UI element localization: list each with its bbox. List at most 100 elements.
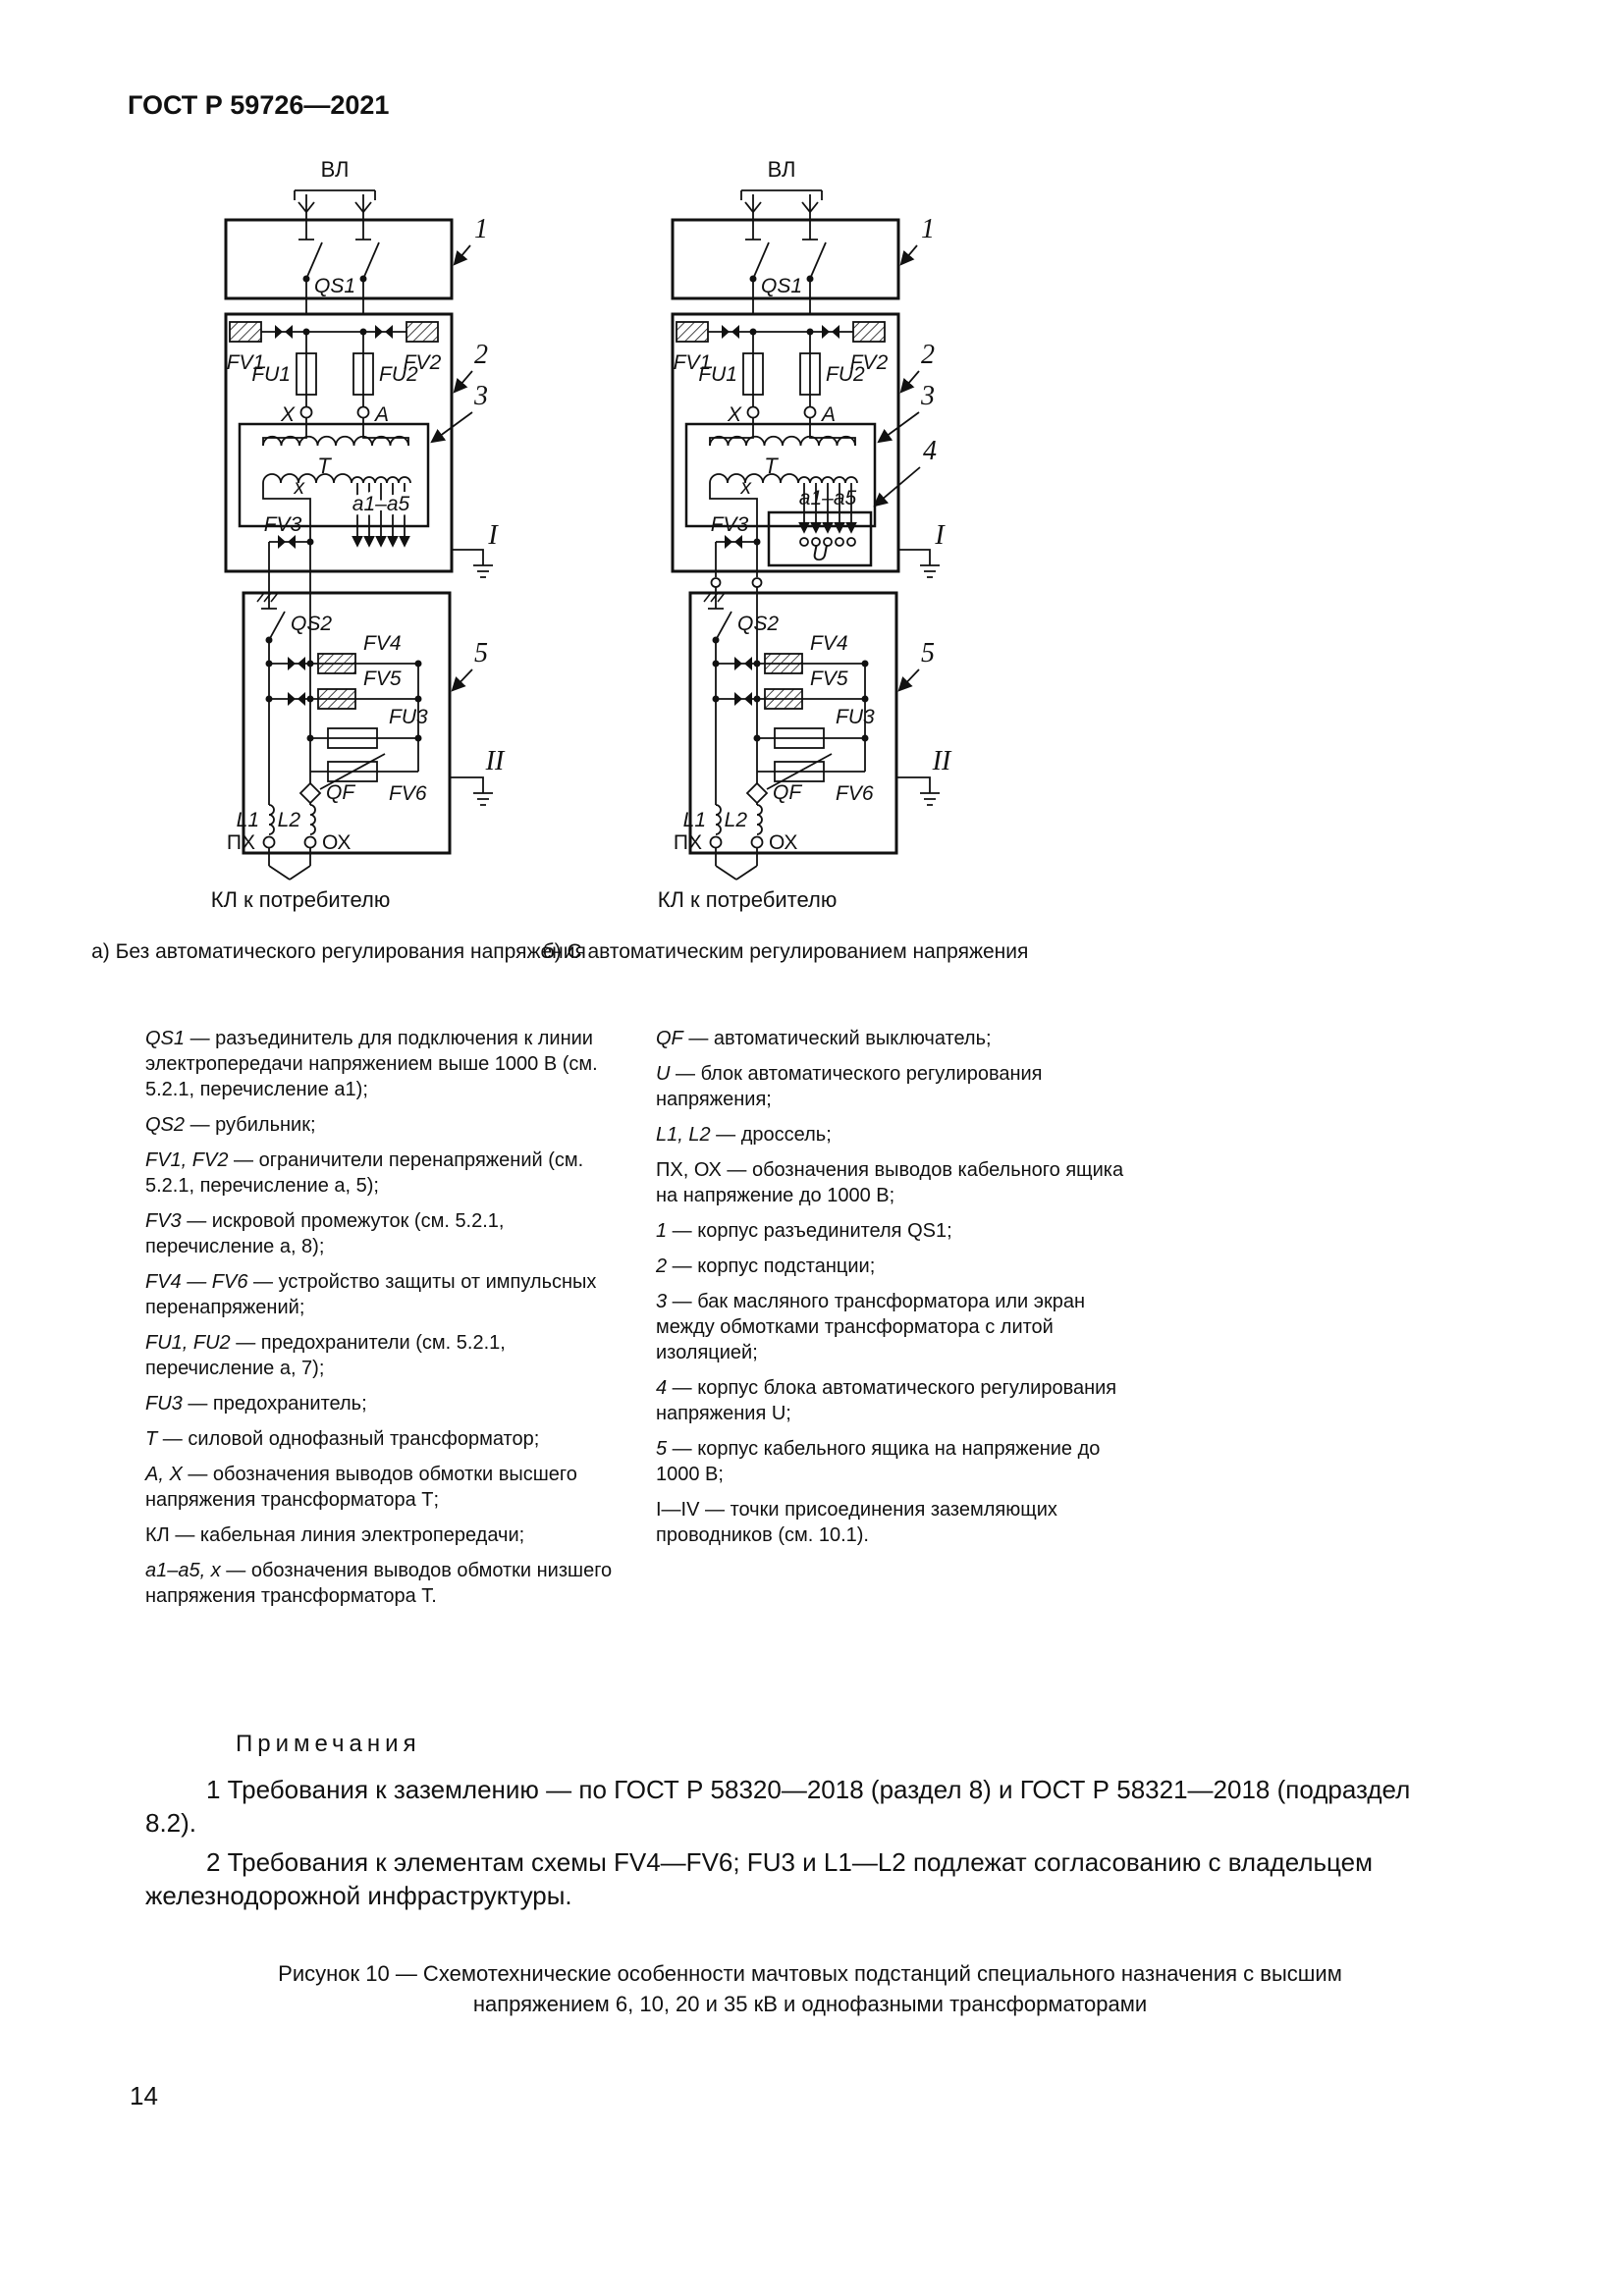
fu2-fuse (352, 352, 374, 396)
ground-point-1: I (452, 520, 499, 578)
fv6-varistor (327, 761, 378, 782)
schematic-a-drawing: ВЛ QS1 FV1 FV2 (211, 157, 506, 912)
legend-text: — рубильник; (185, 1114, 316, 1136)
legend-term: FU1, FU2 (145, 1332, 231, 1354)
oh-label: ОХ (322, 831, 351, 854)
enclosure-5-cable-box: QS2 FV4 FV5 FU3 FV6 (227, 591, 452, 855)
legend-term: I—IV (656, 1499, 700, 1521)
legend-text: — автоматический выключатель; (682, 1028, 992, 1049)
legend-item: А, Х — обозначения выводов обмотки высше… (145, 1462, 617, 1513)
vl-bracket (740, 189, 823, 200)
enclosure-box-5 (688, 591, 898, 855)
qf-label: QF (326, 781, 355, 804)
fv3-label: FV3 (264, 513, 302, 536)
fu3-fuse (774, 727, 825, 749)
fv2-arrester (852, 321, 886, 343)
fu3-fuse (327, 727, 378, 749)
fv1-arrester (229, 321, 262, 343)
caption-b: б) С автоматическим регулированием напря… (542, 940, 1029, 963)
x-lv-wire (262, 483, 311, 738)
enclosure-box-5 (242, 591, 452, 855)
fv3-label: FV3 (711, 513, 749, 536)
legend-text: — обозначения выводов кабельного ящика н… (656, 1159, 1124, 1206)
legend-item: КЛ — кабельная линия электропередачи; (145, 1522, 617, 1548)
u-out-terminal (751, 577, 763, 588)
enclosure-box-3 (238, 422, 430, 528)
callout-3: 3 (473, 381, 488, 411)
ground-2-label: II (485, 746, 506, 776)
secondary-winding (709, 473, 858, 484)
legend-term: FV3 (145, 1210, 182, 1232)
legend-term: QS2 (145, 1114, 186, 1136)
enclosure-box-1 (224, 218, 454, 300)
fu3-label: FU3 (389, 706, 428, 728)
enclosure-1-disconnector: QS1 (224, 218, 454, 300)
ground-icon (920, 564, 940, 578)
enclosure-box-1 (671, 218, 900, 300)
legend-item: I—IV — точки присоединения заземляющих п… (656, 1497, 1127, 1548)
fv6-varistor (774, 761, 825, 782)
legend-text: — разъединитель для подключения к линии … (145, 1028, 598, 1100)
enclosure-box-2 (671, 312, 900, 573)
legend-term: 2 (656, 1255, 668, 1277)
callout-5: 5 (921, 638, 935, 668)
l2-label: L2 (278, 809, 301, 831)
legend-text: — дроссель; (710, 1124, 832, 1146)
fv5-label: FV5 (363, 667, 402, 690)
qf-label: QF (773, 781, 802, 804)
legend-text: — искровой промежуток (см. 5.2.1, перечи… (145, 1210, 505, 1257)
qf-breaker (298, 781, 322, 805)
fu1-fuse (296, 352, 317, 396)
fv5-spd (764, 688, 803, 710)
ground-point-1: I (898, 520, 946, 578)
fv5-spd (317, 688, 356, 710)
a-hv-label: A (820, 403, 836, 426)
legend-text: — бак масляного трансформатора или экран… (656, 1291, 1086, 1363)
legend-term: L1, L2 (656, 1124, 711, 1146)
caption-a: а) Без автоматического регулирования нап… (91, 940, 586, 963)
callout-2: 2 (921, 340, 935, 370)
legend-text: — предохранитель; (182, 1393, 367, 1415)
oh-label: ОХ (769, 831, 797, 854)
ground-icon (920, 792, 940, 806)
document-number: ГОСТ Р 59726—2021 (128, 90, 390, 120)
l1-label: L1 (683, 809, 706, 831)
fv5-label: FV5 (810, 667, 848, 690)
x-lv-label: x (740, 476, 753, 499)
fu1-label: FU1 (698, 363, 737, 386)
legend-term: 5 (656, 1438, 668, 1460)
overhead-line-entry: ВЛ (740, 157, 823, 220)
enclosure-2-substation: FV1 FV2 FU1 FU2 X A T (224, 312, 454, 738)
legend-item: FV4 — FV6 — устройство защиты от импульс… (145, 1269, 617, 1320)
fu2-label: FU2 (379, 363, 418, 386)
fu2-label: FU2 (826, 363, 865, 386)
x-hv-label: X (280, 403, 296, 426)
legend-term: FV1, FV2 (145, 1149, 229, 1171)
callout-4: 4 (923, 436, 937, 466)
l2-choke (309, 804, 316, 835)
qf-breaker (745, 781, 769, 805)
enclosure-5-cable-box: QS2 FV4 FV5 FU3 FV6 (674, 591, 898, 855)
ground-2-label: II (932, 746, 952, 776)
ground-1-label: I (934, 520, 946, 551)
notes-title: Примечания (236, 1731, 421, 1757)
fv2-label: FV2 (404, 351, 442, 374)
callout-1: 1 (921, 214, 935, 244)
legend-text: — корпус блока автоматического регулиров… (656, 1377, 1117, 1424)
legend-item: FV1, FV2 — ограничители перенапряжений (… (145, 1148, 617, 1199)
legend-item: 2 — корпус подстанции; (656, 1254, 1127, 1279)
schematic-a: ВЛ QS1 FV1 FV2 (91, 149, 727, 974)
terminal-oh (303, 835, 317, 849)
fv4-label: FV4 (810, 632, 848, 655)
callout-1: 1 (474, 214, 488, 244)
legend-term: U (656, 1063, 671, 1085)
legend-text: — корпус разъединителя QS1; (667, 1220, 952, 1242)
legend-item: FV3 — искровой промежуток (см. 5.2.1, пе… (145, 1208, 617, 1259)
legend-text: — силовой однофазный трансформатор; (157, 1428, 540, 1450)
line-arrow-icon (298, 201, 372, 214)
legend-item: а1–а5, х — обозначения выводов обмотки н… (145, 1558, 617, 1609)
legend-item: Т — силовой однофазный трансформатор; (145, 1426, 617, 1452)
legend-text: — кабельная линия электропередачи; (169, 1524, 525, 1546)
enclosure-1-disconnector: QS1 (671, 218, 900, 300)
ground-icon (473, 792, 493, 806)
